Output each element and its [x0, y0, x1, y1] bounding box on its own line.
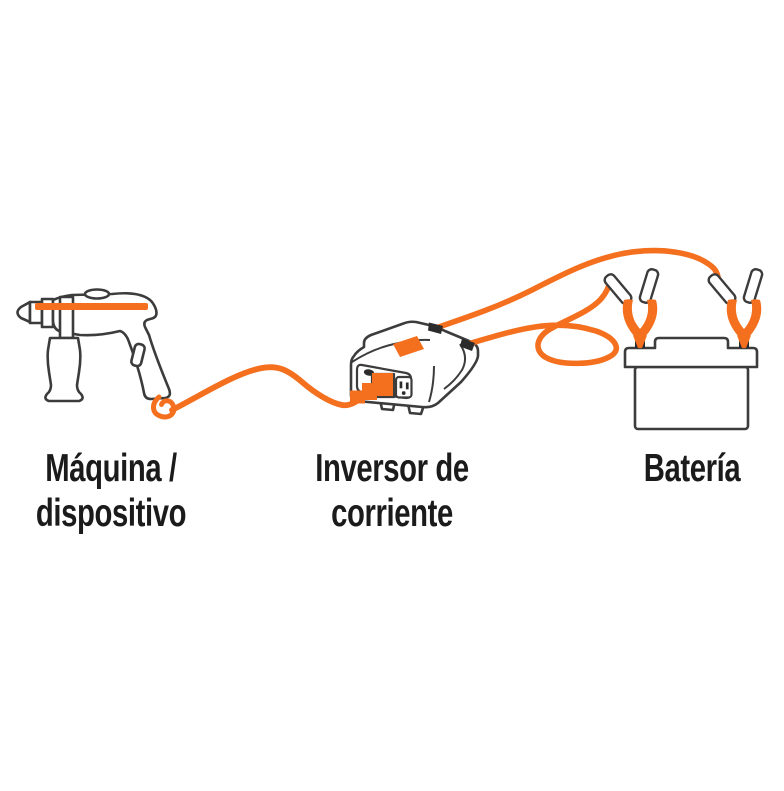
ac-plug [350, 373, 393, 404]
ac-outlet-slot-left [399, 381, 403, 389]
clamp-bite [633, 335, 647, 348]
inverter-brand-label [393, 336, 424, 357]
drill-aux-grip [44, 336, 84, 403]
label-battery-text: Batería [643, 447, 741, 490]
drill-chuck-tip [16, 300, 32, 324]
battery-cable-upper [433, 247, 721, 331]
label-machine-device: Máquina / dispositivo [29, 446, 194, 536]
ac-outlet-slot-right [405, 382, 409, 390]
label-machine-line1: Máquina / [45, 447, 177, 490]
clamp-jaw-right [637, 299, 658, 339]
drill-top-knob [83, 288, 111, 300]
inverter-seam-front-right [428, 365, 435, 403]
alligator-clamp-icon-right [705, 266, 765, 350]
inverter-seam-endcap [443, 343, 466, 390]
inverter-icon [349, 320, 480, 416]
drill-icon [16, 288, 172, 403]
cord-wave [169, 364, 371, 413]
inverter-cable-stub-1 [428, 322, 443, 334]
clamp-handle-right [638, 268, 660, 304]
ac-outlet-ground-hole [401, 391, 406, 395]
label-inverter-line2: corriente [331, 492, 453, 535]
battery-top [623, 336, 759, 369]
power-cord-drill-to-inverter [151, 364, 371, 420]
battery-cable-looped [465, 277, 620, 367]
label-power-inverter: Inversor de corriente [310, 446, 475, 536]
battery-icon [623, 336, 759, 431]
cord-loop [151, 394, 177, 420]
label-battery: Batería [610, 446, 775, 491]
drill-body [51, 291, 172, 401]
drill-trigger [130, 342, 146, 368]
label-inverter-line1: Inversor de [315, 447, 469, 490]
inverter-cable-stub-2 [460, 338, 475, 351]
battery-body [633, 365, 750, 431]
label-machine-line2: dispositivo [35, 492, 187, 535]
drill-depth-rod [35, 303, 148, 310]
alligator-clamp-icon [603, 268, 660, 348]
clamp-jaw-left [622, 299, 643, 339]
